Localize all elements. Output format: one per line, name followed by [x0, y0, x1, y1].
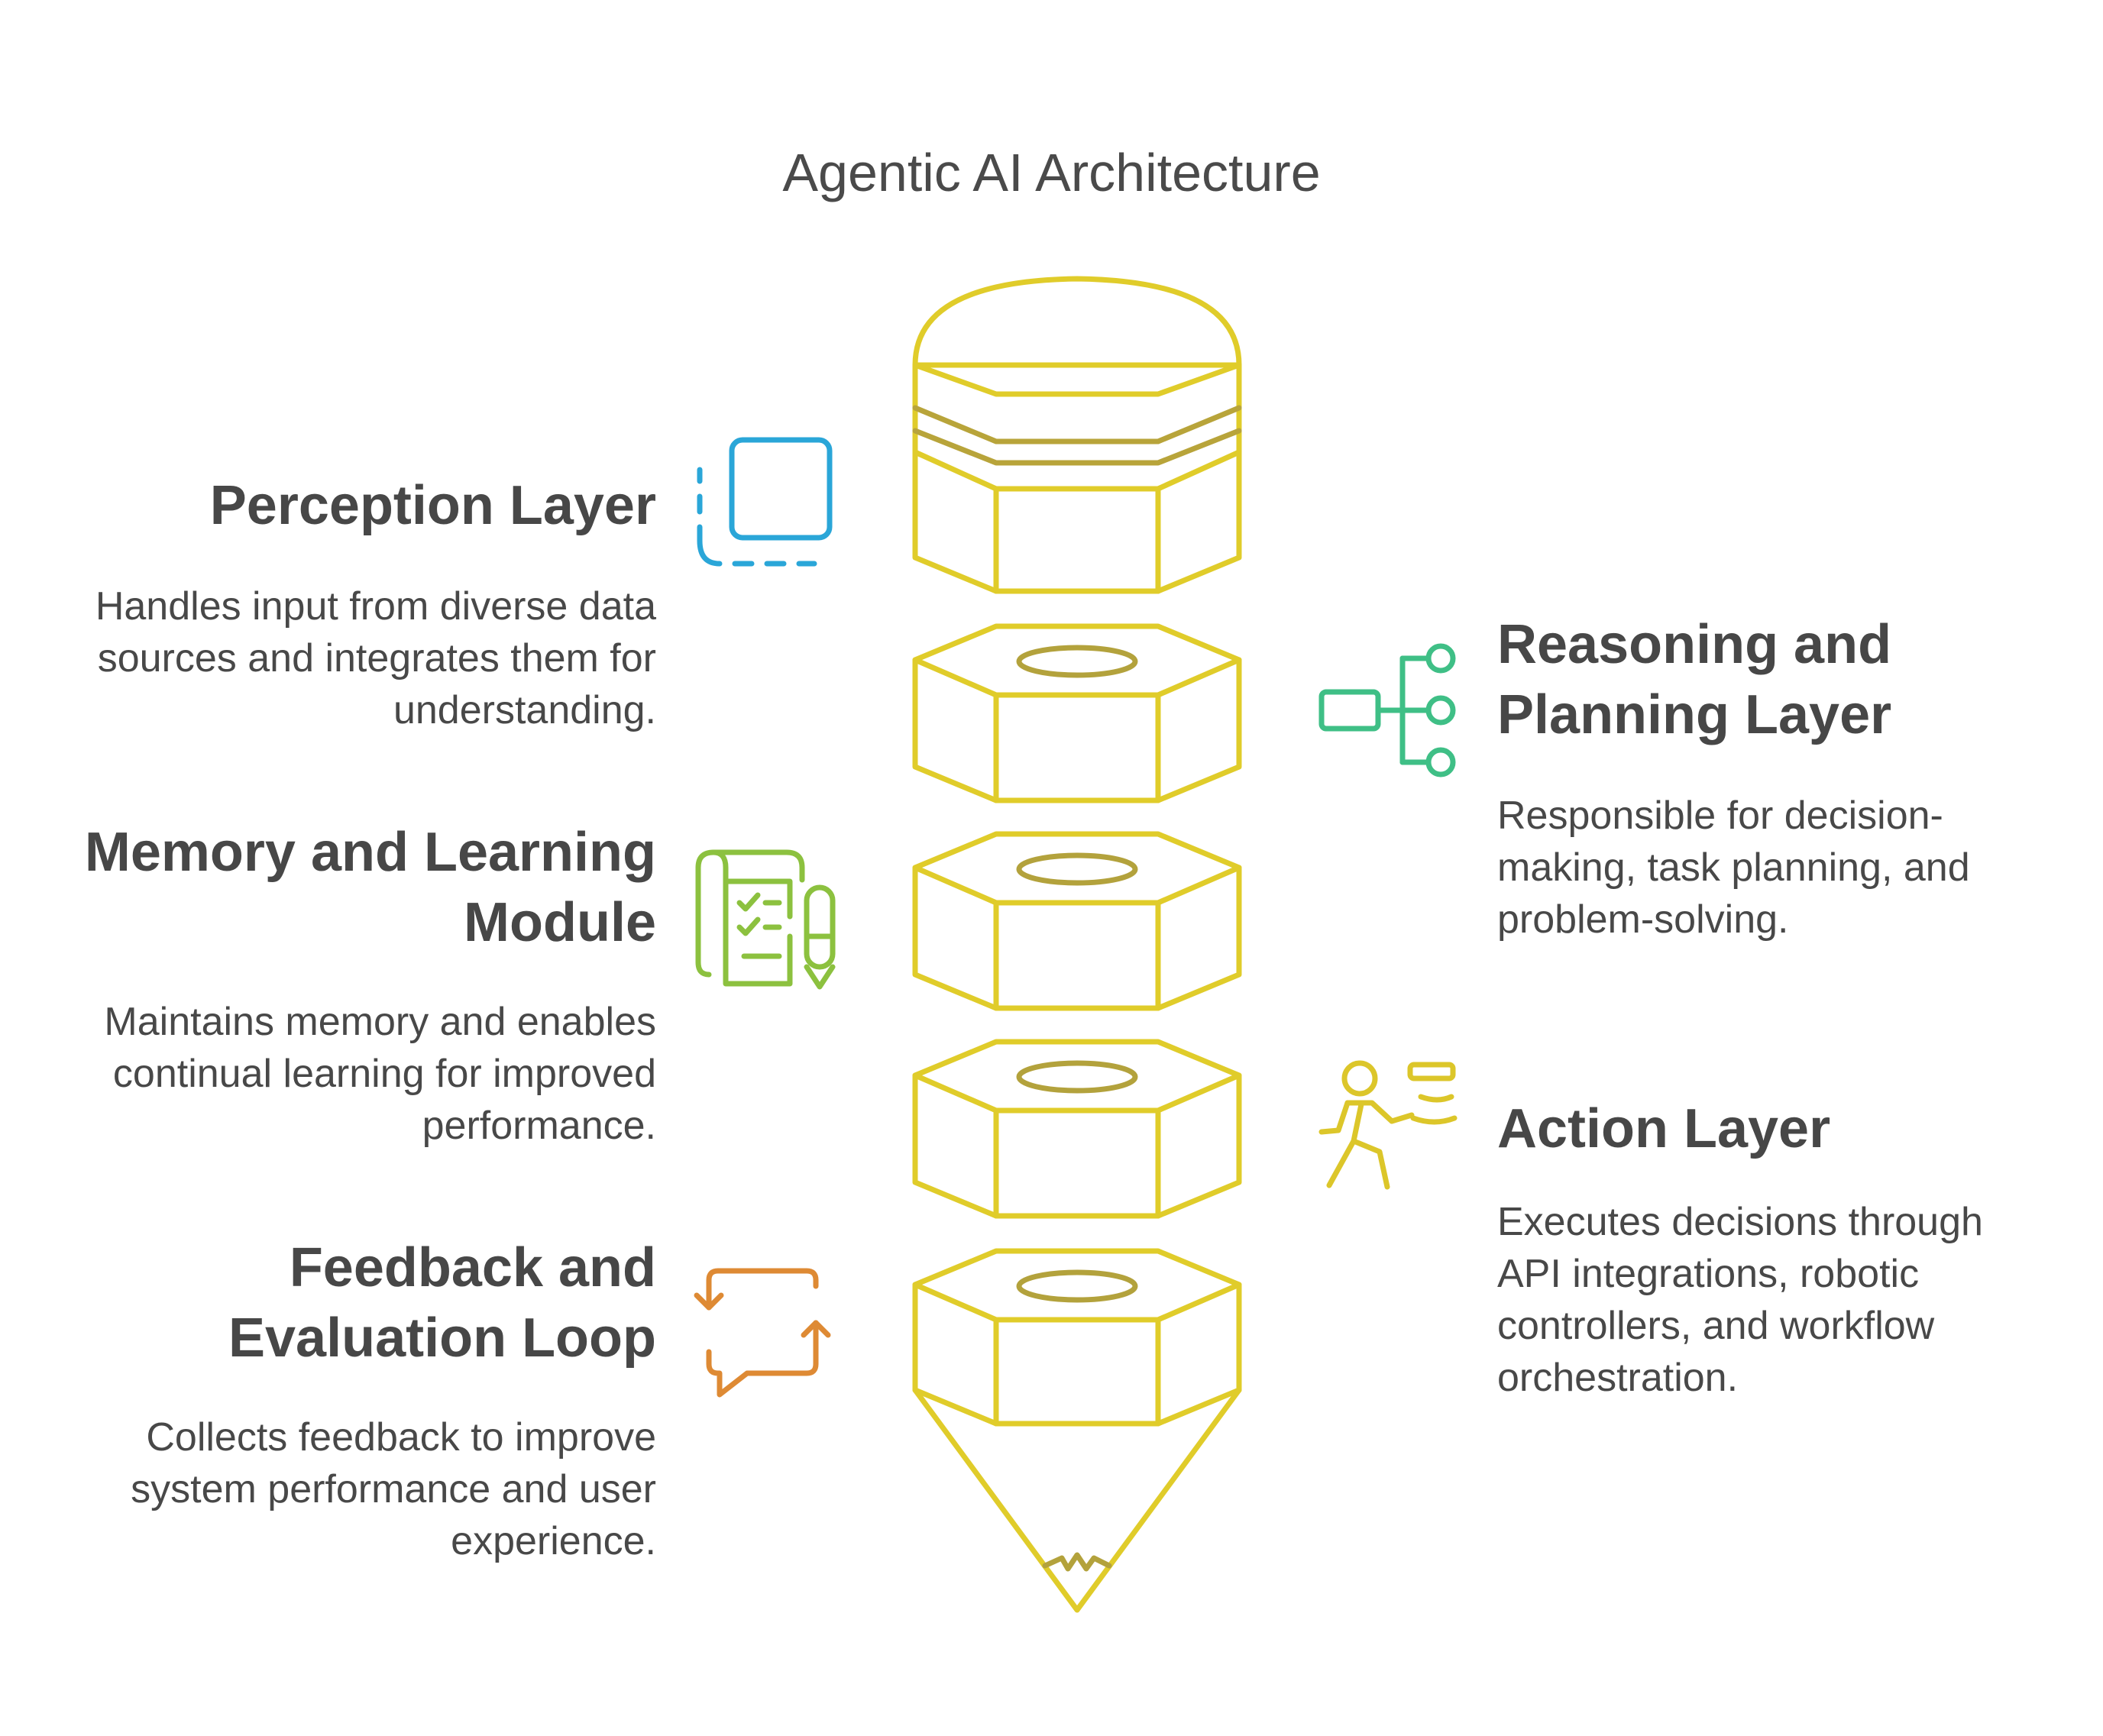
action-layer-title: Action Layer: [1497, 1098, 1831, 1159]
reasoning-layer-description: Responsible for decision-making, task pl…: [1497, 794, 1970, 942]
feedback-title-line-1: Feedback and: [289, 1237, 656, 1298]
stack-segment-3: [912, 1039, 1242, 1219]
running-person-icon: [1318, 1060, 1458, 1190]
diagram-title: Agentic AI Architecture: [782, 143, 1321, 202]
memory-module-description: Maintains memory and enables continual l…: [104, 1000, 656, 1148]
stack-segment-4: [912, 1248, 1242, 1427]
loop-chat-icon: [694, 1268, 831, 1398]
pencil-eraser-cap: [912, 276, 1242, 594]
memory-title-line-2: Module: [464, 892, 656, 953]
reasoning-layer-title: Reasoning and Planning Layer: [1497, 609, 2078, 750]
stack-segment-2: [912, 831, 1242, 1011]
memory-module-title: Memory and Learning Module: [0, 817, 656, 958]
memory-title-line-1: Memory and Learning: [84, 822, 656, 883]
feedback-loop-title: Feedback and Evaluation Loop: [45, 1233, 656, 1373]
feedback-title-line-2: Evaluation Loop: [228, 1308, 656, 1369]
pencil-tip: [912, 1387, 1242, 1613]
dashed-square-icon: [697, 437, 833, 567]
reasoning-title-line-2: Planning Layer: [1497, 684, 1892, 745]
feedback-loop-description: Collects feedback to improve system perf…: [131, 1415, 656, 1563]
checklist-pen-icon: [695, 849, 836, 990]
reasoning-title-line-1: Reasoning and: [1497, 614, 1892, 675]
hierarchy-icon: [1318, 643, 1456, 777]
perception-layer-title: Perception Layer: [209, 475, 656, 536]
action-layer-description: Executes decisions through API integrati…: [1497, 1200, 1983, 1400]
perception-layer-description: Handles input from diverse data sources …: [95, 584, 656, 732]
stack-segment-1: [912, 623, 1242, 803]
